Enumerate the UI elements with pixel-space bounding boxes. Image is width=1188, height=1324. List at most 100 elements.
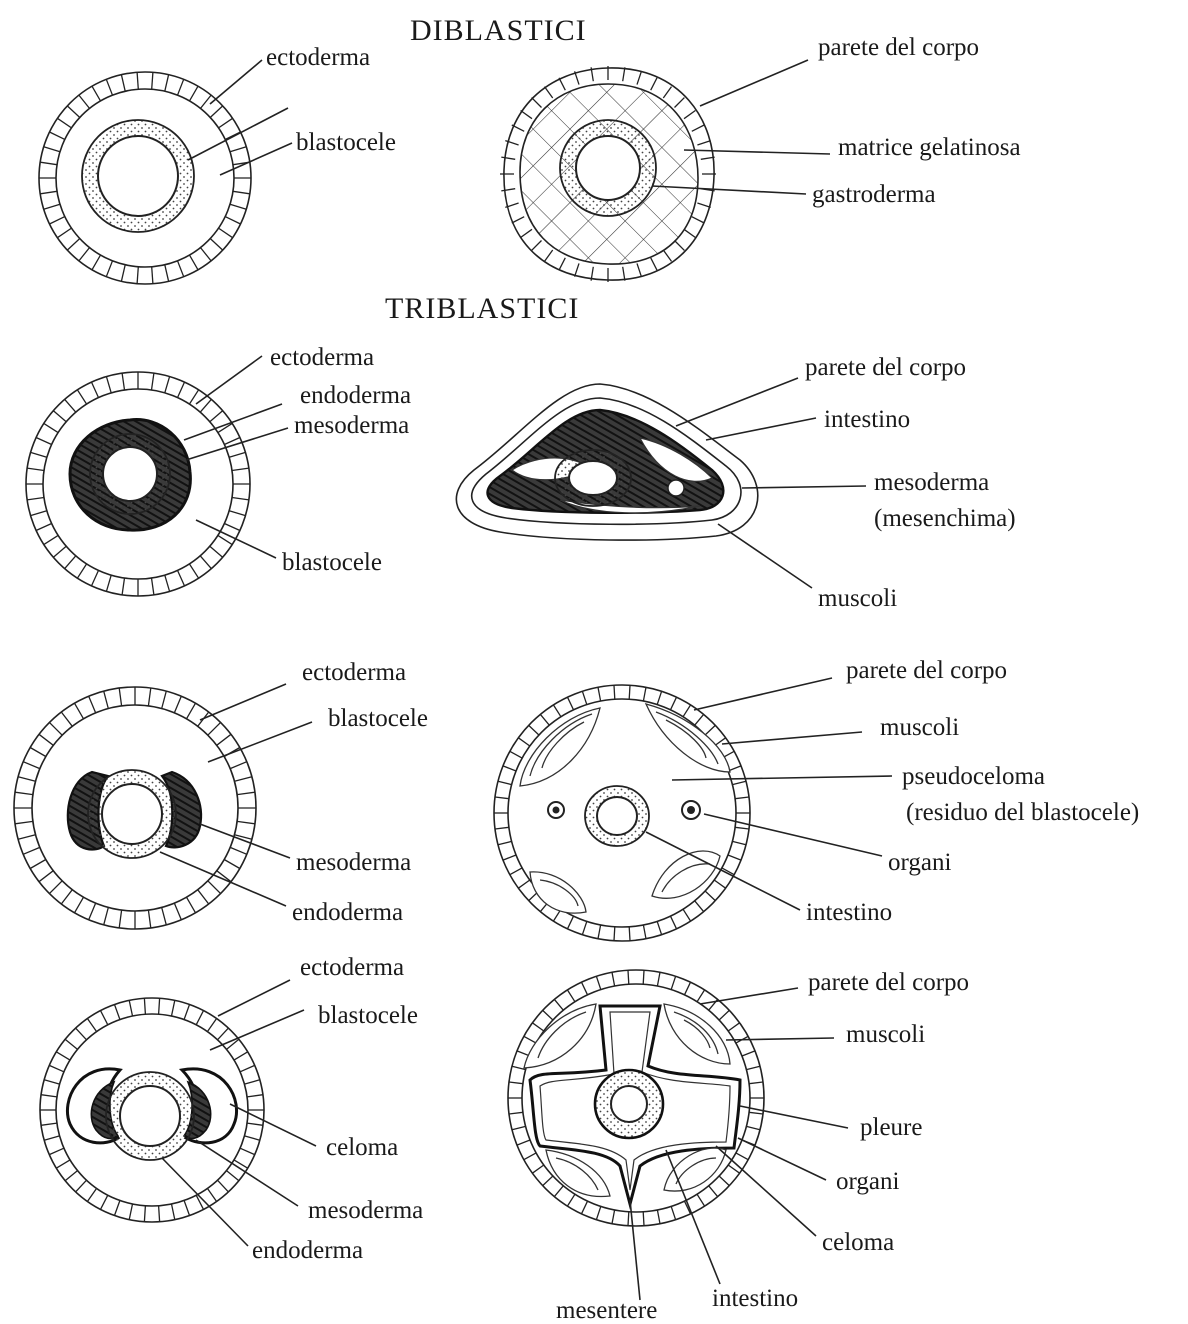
cell-boundary xyxy=(174,696,181,713)
cell-boundary xyxy=(77,564,86,578)
cell-boundary xyxy=(230,847,247,854)
cell-boundary xyxy=(518,880,529,888)
cell-boundary xyxy=(498,781,512,784)
label-pseudoceloma: pseudoceloma xyxy=(902,763,1045,790)
cell-boundary xyxy=(56,1052,70,1060)
cell-boundary xyxy=(628,970,629,984)
cell-boundary xyxy=(234,1160,248,1168)
cell-boundary xyxy=(510,751,522,758)
cell-boundary xyxy=(510,868,522,875)
cell-boundary xyxy=(495,827,509,829)
cell-boundary xyxy=(237,821,255,823)
cell-boundary xyxy=(509,1112,523,1114)
cell-boundary xyxy=(532,1165,543,1173)
cell-boundary xyxy=(165,575,170,591)
cell-boundary xyxy=(234,1052,248,1060)
cell-boundary xyxy=(165,377,170,393)
cell-boundary xyxy=(709,1186,718,1197)
label-ectoderma: ectoderma xyxy=(266,44,370,71)
cell-boundary xyxy=(532,1023,543,1031)
cell-boundary xyxy=(87,1188,96,1201)
heading-diblastic: DIBLASTICI xyxy=(410,14,587,47)
cell-boundary xyxy=(512,125,524,131)
cell-boundary xyxy=(540,714,549,725)
cell-boundary xyxy=(509,1082,523,1084)
cell-boundary xyxy=(663,87,671,98)
cell-boundary xyxy=(57,228,71,238)
cell-boundary xyxy=(545,87,553,98)
label-gastroderma: gastroderma xyxy=(812,181,936,208)
cell-boundary xyxy=(44,535,58,544)
label-ectoderma: ectoderma xyxy=(300,954,404,981)
cell-boundary xyxy=(79,95,90,108)
cell-boundary xyxy=(237,792,255,794)
cell-boundary xyxy=(159,998,160,1014)
cell-boundary xyxy=(201,95,212,108)
cell-boundary xyxy=(501,157,515,159)
cell-boundary xyxy=(612,972,615,986)
cell-boundary xyxy=(115,1201,120,1216)
cell-boundary xyxy=(207,1019,216,1032)
cell-boundary xyxy=(582,921,586,934)
cell-boundary xyxy=(612,1210,615,1224)
cell-boundary xyxy=(75,897,84,913)
cell-boundary xyxy=(225,217,240,224)
diagram-triblastic-5: ectoderma blastocele celoma mesoderma en… xyxy=(40,954,423,1264)
label-muscoli: muscoli xyxy=(846,1021,925,1048)
cell-boundary xyxy=(732,841,746,844)
cell-boundary xyxy=(614,927,615,941)
label-organi: organi xyxy=(888,849,951,876)
cell-boundary xyxy=(187,703,196,719)
cell-boundary xyxy=(137,72,138,89)
diagram-triblastic-1: ectoderma endoderma mesoderma blastocele xyxy=(26,344,411,596)
label-organi: organi xyxy=(836,1168,899,1195)
cell-boundary xyxy=(122,373,124,390)
cell-boundary xyxy=(106,575,111,591)
cell-boundary xyxy=(567,990,575,1002)
label-parete-del-corpo: parete del corpo xyxy=(818,34,979,61)
cell-boundary xyxy=(89,696,96,713)
cell-boundary xyxy=(165,75,169,92)
cell-boundary xyxy=(76,1028,87,1040)
label-blastocele: blastocele xyxy=(296,129,396,156)
cell-boundary xyxy=(598,925,601,939)
cell-boundary xyxy=(643,687,646,701)
cell-boundary xyxy=(628,1212,629,1226)
cell-boundary xyxy=(697,1194,705,1206)
cell-boundary xyxy=(714,880,725,888)
label-celoma: celoma xyxy=(822,1229,894,1256)
cell-boundary xyxy=(50,217,65,224)
cell-boundary xyxy=(122,578,124,595)
cell-boundary xyxy=(49,1065,64,1071)
cell-boundary xyxy=(229,511,245,516)
cell-boundary xyxy=(92,86,101,101)
cell-boundary xyxy=(57,118,71,128)
cell-boundary xyxy=(178,570,185,586)
cell-boundary xyxy=(705,891,715,901)
cell-boundary xyxy=(77,390,86,404)
cell-boundary xyxy=(162,908,167,925)
label-mesoderma: mesoderma xyxy=(308,1197,423,1224)
label-endoderma: endoderma xyxy=(252,1237,363,1264)
cell-boundary xyxy=(732,781,746,784)
cell-boundary xyxy=(629,685,630,699)
cell-boundary xyxy=(87,1019,96,1032)
cell-boundary xyxy=(40,162,57,165)
cell-boundary xyxy=(106,261,112,277)
cell-boundary xyxy=(498,841,512,844)
cell-boundary xyxy=(545,250,553,261)
cell-boundary xyxy=(567,1194,575,1206)
label-mesoderma: mesoderma xyxy=(294,412,409,439)
cell-boundary xyxy=(247,1123,263,1125)
cell-boundary xyxy=(232,468,249,470)
cell-boundary xyxy=(178,382,185,398)
cell-boundary xyxy=(30,748,46,757)
cell-boundary xyxy=(44,423,58,432)
cell-boundary xyxy=(742,1051,755,1056)
cell-boundary xyxy=(44,147,60,152)
cell-boundary xyxy=(200,556,211,569)
cell-boundary xyxy=(651,78,657,90)
cell-boundary xyxy=(189,390,198,404)
cell-boundary xyxy=(671,976,675,989)
